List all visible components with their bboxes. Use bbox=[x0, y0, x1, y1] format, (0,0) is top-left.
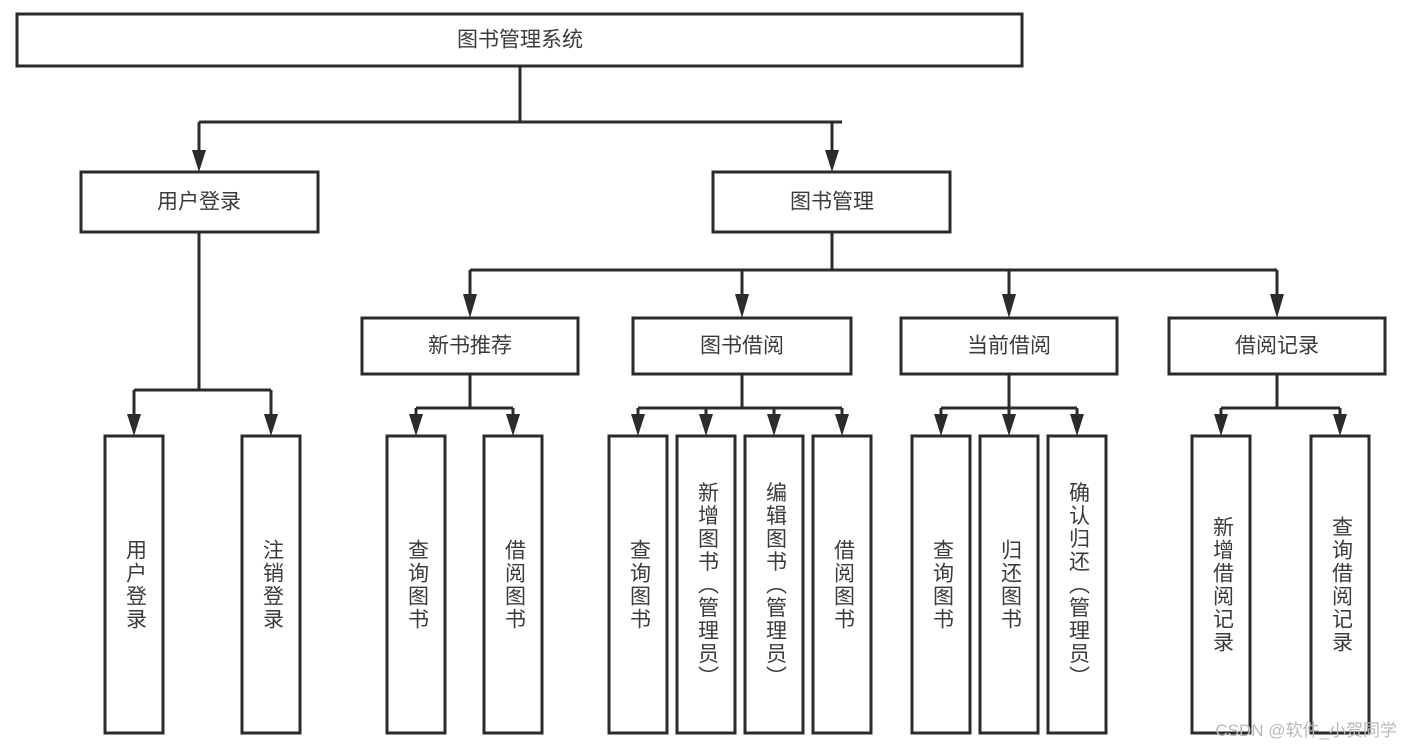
arrow-head-bb-child-2 bbox=[699, 414, 713, 436]
arrow-head-br-child-1 bbox=[1214, 414, 1228, 436]
arrow-head-borrow-record bbox=[1270, 294, 1284, 318]
leaf-bb-edit-book-box[interactable] bbox=[743, 434, 805, 735]
arrow-head-cb-child-3 bbox=[1070, 414, 1084, 436]
connector-group-current-borrow bbox=[934, 374, 1084, 436]
arrow-head-cb-child-1 bbox=[934, 414, 948, 436]
node-new-book-recommend-label: 新书推荐 bbox=[428, 335, 512, 358]
node-current-borrow-label: 当前借阅 bbox=[967, 335, 1051, 358]
leaf-nbr-borrow-book-box[interactable] bbox=[482, 434, 544, 735]
leaf-br-add-record[interactable]: 新增借阅记录 bbox=[1190, 434, 1252, 735]
node-book-manage[interactable]: 图书管理 bbox=[711, 170, 952, 234]
leaf-cb-query-book-label: 查询图书 bbox=[930, 539, 954, 631]
node-user-login-box[interactable] bbox=[79, 170, 320, 234]
node-new-book-recommend[interactable]: 新书推荐 bbox=[360, 316, 580, 376]
leaf-bb-edit-book-label: 编辑图书（管理员） bbox=[763, 482, 787, 689]
leaf-bb-add-book-box[interactable] bbox=[675, 434, 737, 735]
leaf-br-add-record-box[interactable] bbox=[1190, 434, 1252, 735]
leaf-user-login-login[interactable]: 用户登录 bbox=[103, 434, 165, 735]
connector-group-book-manage bbox=[463, 232, 1284, 318]
node-root-system-label: 图书管理系统 bbox=[457, 29, 583, 52]
leaf-bb-borrow-book-box[interactable] bbox=[811, 434, 873, 735]
node-root-system[interactable]: 图书管理系统 bbox=[15, 12, 1024, 68]
leaf-bb-add-book-label: 新增图书（管理员） bbox=[695, 482, 719, 689]
leaf-bb-borrow-book-label: 借阅图书 bbox=[831, 539, 855, 631]
leaf-user-login-logout-box[interactable] bbox=[240, 434, 302, 735]
leaf-nbr-query-book-label: 查询图书 bbox=[405, 539, 429, 631]
node-borrow-record-label: 借阅记录 bbox=[1235, 335, 1319, 358]
leaf-cb-query-book[interactable]: 查询图书 bbox=[910, 434, 972, 735]
leaf-user-login-logout-label: 注销登录 bbox=[260, 539, 284, 631]
connector-group-borrow-record bbox=[1214, 374, 1347, 436]
leaf-user-login-login-label: 用户登录 bbox=[123, 539, 147, 631]
leaf-cb-query-book-box[interactable] bbox=[910, 434, 972, 735]
leaf-br-query-record[interactable]: 查询借阅记录 bbox=[1309, 434, 1371, 735]
node-current-borrow[interactable]: 当前借阅 bbox=[899, 316, 1119, 376]
node-user-login-label: 用户登录 bbox=[157, 191, 241, 214]
leaf-bb-borrow-book[interactable]: 借阅图书 bbox=[811, 434, 873, 735]
arrow-head-bb-child-4 bbox=[835, 414, 849, 436]
leaf-user-login-logout[interactable]: 注销登录 bbox=[240, 434, 302, 735]
node-book-manage-label: 图书管理 bbox=[790, 191, 874, 214]
connector-group-root bbox=[192, 66, 842, 172]
node-user-login[interactable]: 用户登录 bbox=[79, 170, 320, 234]
node-new-book-recommend-box[interactable] bbox=[360, 316, 580, 376]
node-root-system-box[interactable] bbox=[15, 12, 1024, 68]
leaf-br-query-record-box[interactable] bbox=[1309, 434, 1371, 735]
leaf-cb-return-book-box[interactable] bbox=[978, 434, 1040, 735]
arrow-head-br-child-2 bbox=[1333, 414, 1347, 436]
node-borrow-record-box[interactable] bbox=[1167, 316, 1387, 376]
leaf-bb-query-book-box[interactable] bbox=[607, 434, 669, 735]
leaf-cb-confirm-return[interactable]: 确认归还（管理员） bbox=[1046, 434, 1108, 735]
connector-group-user-login bbox=[127, 232, 278, 436]
node-book-manage-box[interactable] bbox=[711, 170, 952, 234]
leaf-nbr-borrow-book[interactable]: 借阅图书 bbox=[482, 434, 544, 735]
node-borrow-record[interactable]: 借阅记录 bbox=[1167, 316, 1387, 376]
arrow-head-nbr-child-2 bbox=[506, 414, 520, 436]
arrow-head-bb-child-3 bbox=[767, 414, 781, 436]
leaf-cb-confirm-return-box[interactable] bbox=[1046, 434, 1108, 735]
arrow-head-book-borrow bbox=[735, 294, 749, 318]
connector-group-new-book-recommend bbox=[409, 374, 520, 436]
leaf-nbr-borrow-book-label: 借阅图书 bbox=[502, 539, 526, 631]
node-current-borrow-box[interactable] bbox=[899, 316, 1119, 376]
arrow-head-book-manage bbox=[825, 150, 839, 172]
leaf-bb-query-book-label: 查询图书 bbox=[627, 539, 651, 631]
arrow-head-new-book-recommend bbox=[463, 294, 477, 318]
leaf-nbr-query-book-box[interactable] bbox=[385, 434, 447, 735]
connector-group-book-borrow bbox=[631, 374, 849, 436]
node-book-borrow-box[interactable] bbox=[631, 316, 853, 376]
arrow-head-bb-child-1 bbox=[631, 414, 645, 436]
leaf-bb-edit-book[interactable]: 编辑图书（管理员） bbox=[743, 434, 805, 735]
arrow-head-user-login-child-2 bbox=[264, 414, 278, 436]
leaf-user-login-login-box[interactable] bbox=[103, 434, 165, 735]
leaf-cb-return-book[interactable]: 归还图书 bbox=[978, 434, 1040, 735]
leaf-br-query-record-label: 查询借阅记录 bbox=[1329, 516, 1353, 654]
arrow-head-user-login-child-1 bbox=[127, 414, 141, 436]
node-book-borrow-label: 图书借阅 bbox=[700, 335, 784, 358]
leaf-bb-query-book[interactable]: 查询图书 bbox=[607, 434, 669, 735]
arrow-head-user-login bbox=[192, 150, 206, 172]
node-book-borrow[interactable]: 图书借阅 bbox=[631, 316, 853, 376]
leaf-br-add-record-label: 新增借阅记录 bbox=[1210, 516, 1234, 654]
leaf-cb-return-book-label: 归还图书 bbox=[998, 539, 1022, 631]
arrow-head-current-borrow bbox=[1002, 294, 1016, 318]
leaf-bb-add-book[interactable]: 新增图书（管理员） bbox=[675, 434, 737, 735]
arrow-head-cb-child-2 bbox=[1002, 414, 1016, 436]
leaf-nbr-query-book[interactable]: 查询图书 bbox=[385, 434, 447, 735]
arrow-head-nbr-child-1 bbox=[409, 414, 423, 436]
leaf-cb-confirm-return-label: 确认归还（管理员） bbox=[1066, 482, 1090, 689]
